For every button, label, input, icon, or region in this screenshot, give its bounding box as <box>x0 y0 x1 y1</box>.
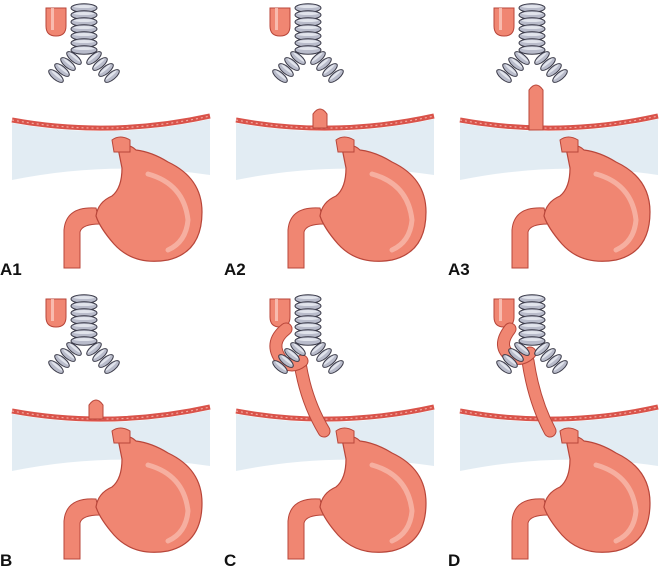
panel-c: C <box>224 291 448 582</box>
diaphragm <box>235 404 435 422</box>
panel-label: A2 <box>224 260 246 279</box>
distal-esophagus <box>88 399 104 420</box>
trachea <box>496 294 568 374</box>
diaphragm <box>459 113 659 131</box>
diaphragm <box>235 113 435 131</box>
distal-esophagus <box>528 84 544 131</box>
upper-esophageal-pouch <box>493 7 515 37</box>
stomach <box>511 427 651 560</box>
illustration <box>11 294 211 560</box>
tracheoesophageal-fistula <box>522 355 556 437</box>
diaphragm <box>459 404 659 422</box>
tracheoesophageal-fistula <box>294 357 330 437</box>
upper-esophageal-pouch <box>45 298 67 328</box>
stomach <box>511 136 651 269</box>
panel-label: A1 <box>0 260 22 279</box>
diaphragm <box>11 404 211 422</box>
trachea <box>48 3 120 83</box>
stomach <box>63 427 203 560</box>
diaphragm <box>11 113 211 131</box>
panel-label: B <box>0 551 13 570</box>
panel-label: C <box>224 551 237 570</box>
illustration <box>459 294 659 560</box>
illustration <box>11 3 211 269</box>
panel-a2: A2 <box>224 0 448 291</box>
trachea <box>496 3 568 83</box>
upper-esophageal-pouch <box>45 7 67 37</box>
trachea <box>272 3 344 83</box>
panel-d: D <box>448 291 672 582</box>
trachea <box>48 294 120 374</box>
panel-label: D <box>448 551 461 570</box>
upper-fistula-loop <box>498 323 536 364</box>
stomach <box>287 427 427 560</box>
stomach <box>63 136 203 269</box>
distal-esophagus <box>312 108 328 129</box>
upper-esophageal-pouch <box>269 7 291 37</box>
illustration <box>459 3 659 269</box>
stomach <box>287 136 427 269</box>
illustration <box>235 3 435 269</box>
illustration <box>235 294 435 560</box>
panel-a3: A3 <box>448 0 672 291</box>
panel-b: B <box>0 291 224 582</box>
panel-a1: A1 <box>0 0 224 291</box>
panel-label: A3 <box>448 260 470 279</box>
trachea <box>272 294 344 374</box>
